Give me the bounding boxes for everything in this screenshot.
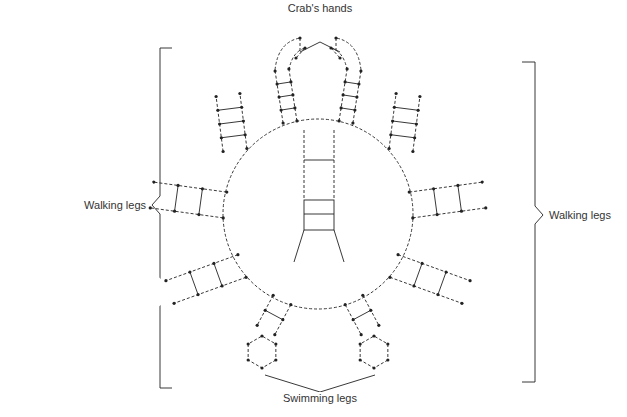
leg-tip: [133, 275, 167, 309]
leg-tips: [121, 55, 515, 309]
part-label: Walking legs: [82, 199, 148, 212]
left-bracket: [152, 48, 172, 388]
leg-tip: [469, 275, 503, 309]
swimming-paddle: [359, 334, 390, 369]
leg-segment: [337, 67, 362, 124]
leg-segment: [408, 181, 488, 220]
leg-segment: [214, 92, 248, 153]
leg-segment: [164, 253, 247, 305]
hands-chevron: [300, 42, 340, 52]
crab-legs: [149, 36, 488, 369]
swimming-chevron: [265, 375, 375, 392]
leg-segment: [387, 92, 421, 153]
leg-segment: [344, 294, 381, 337]
leg-segment: [388, 253, 471, 305]
leg-segment: [149, 181, 229, 220]
part-label: Swimming legs: [281, 392, 359, 405]
swimming-paddle: [247, 334, 278, 369]
leg-tip: [481, 175, 515, 209]
body-frame: [294, 130, 344, 262]
leg-segment: [256, 294, 293, 337]
leg-tip: [213, 55, 247, 89]
right-bracket: [522, 62, 543, 382]
part-label: Walking legs: [547, 209, 613, 222]
crab-body: [223, 119, 413, 309]
leg-tip: [303, 265, 337, 299]
leg-segment: [273, 67, 298, 124]
part-label: Crab's hands: [286, 2, 354, 15]
leg-tip: [389, 55, 423, 89]
